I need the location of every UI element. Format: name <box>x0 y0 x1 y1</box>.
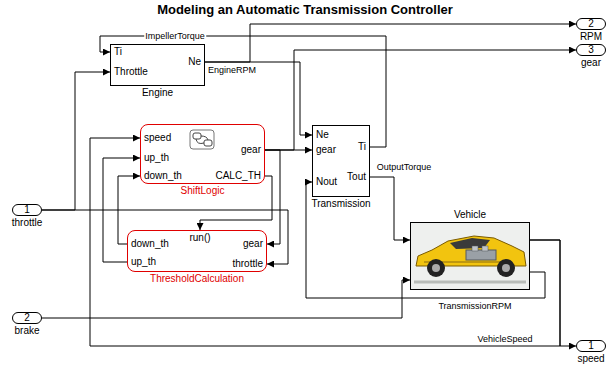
signal-label: VehicleSpeed <box>476 334 533 345</box>
block-name: ThresholdCalculation <box>150 273 244 285</box>
signal-line <box>530 240 576 346</box>
port-label: up_th <box>144 152 169 164</box>
port-label: Tout <box>347 171 366 183</box>
port-name: speed <box>577 353 604 365</box>
port-label: speed <box>144 132 171 144</box>
engine-block: TiThrottleNeEngine <box>110 44 205 86</box>
port-number: 1 <box>577 341 605 351</box>
signal-label: TransmissionRPM <box>437 301 512 312</box>
signal-line <box>200 176 272 230</box>
port-label: down_th <box>144 170 182 182</box>
port-label: Throttle <box>114 66 148 78</box>
signal-line <box>370 177 410 240</box>
port-label: throttle <box>232 258 263 270</box>
function-block: down_thup_thrun()gearthrottleThresholdCa… <box>127 230 267 272</box>
signal-line <box>42 72 110 210</box>
port-label: up_th <box>131 256 156 268</box>
port-name: RPM <box>580 31 602 43</box>
port-label: Ti <box>114 46 122 58</box>
port-label: down_th <box>131 238 169 250</box>
port-number: 1 <box>13 205 41 215</box>
port-number: 3 <box>577 45 605 55</box>
port-label: gear <box>243 238 263 250</box>
port-name: brake <box>14 325 39 337</box>
signal-line <box>42 210 288 264</box>
port-label: CALC_TH <box>215 170 261 182</box>
stateflow-chart: speedup_thdown_thgearCALC_THShiftLogic <box>140 124 265 184</box>
port-label: gear <box>316 144 336 156</box>
signal-label: OutputTorque <box>376 162 433 173</box>
stateflow-icon <box>190 130 214 149</box>
block-name: Transmission <box>311 198 370 210</box>
outport-block: 1speed <box>576 340 606 352</box>
port-label: Ne <box>188 56 201 68</box>
signal-line <box>205 24 576 62</box>
block-name: Vehicle <box>454 209 486 221</box>
inport-block: 1throttle <box>12 204 42 216</box>
signal-line <box>306 182 545 298</box>
port-label: Nout <box>316 176 337 188</box>
outport-block: 3gear <box>576 44 606 56</box>
diagram-title: Modeling an Automatic Transmission Contr… <box>0 2 610 18</box>
port-label: run() <box>189 232 210 244</box>
vehicle-block: Vehicle <box>410 222 530 290</box>
transmission-block: NegearNoutTiToutTransmission <box>312 125 370 197</box>
port-number: 2 <box>577 19 605 29</box>
block-name: ShiftLogic <box>181 185 225 197</box>
vehicle-picture <box>411 223 529 289</box>
signal-label: ImpellerTorque <box>144 31 206 42</box>
port-label: Ti <box>358 141 366 153</box>
port-name: throttle <box>12 217 43 229</box>
port-label: Ne <box>316 129 329 141</box>
signal-line <box>118 176 140 244</box>
signal-line <box>42 280 410 318</box>
port-label: gear <box>241 144 261 156</box>
signal-label: EngineRPM <box>207 65 257 76</box>
signal-line <box>100 36 386 147</box>
block-name: Engine <box>142 87 173 99</box>
port-number: 2 <box>13 313 41 323</box>
port-name: gear <box>581 57 601 69</box>
inport-block: 2brake <box>12 312 42 324</box>
outport-block: 2RPM <box>576 18 606 30</box>
signal-line <box>90 138 560 346</box>
